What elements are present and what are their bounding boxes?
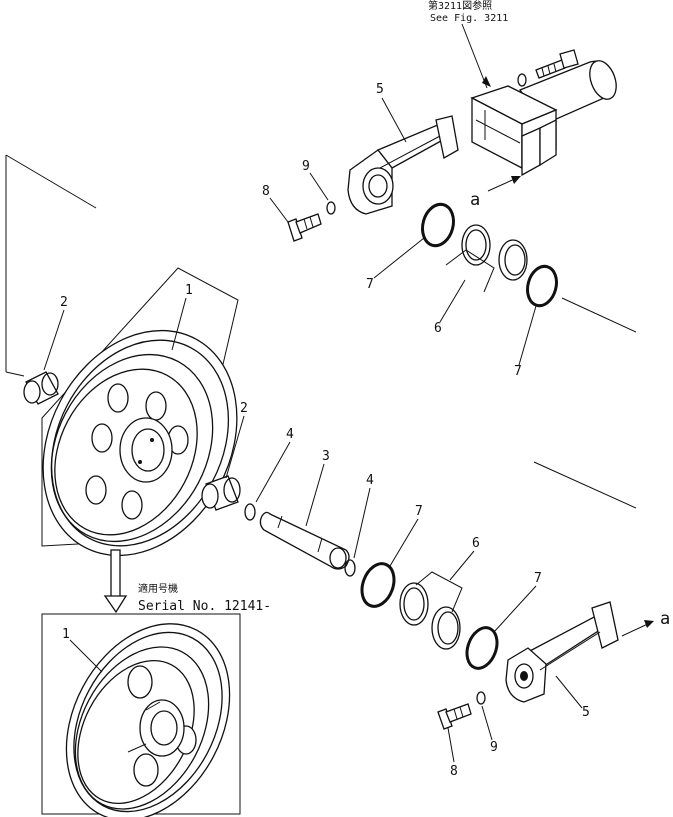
callout-5-upper: 5 bbox=[376, 82, 384, 97]
callout-2-right: 2 bbox=[240, 401, 248, 416]
callout-4-right: 4 bbox=[366, 473, 374, 488]
washer-lower bbox=[476, 691, 486, 705]
lower-a-arrowhead bbox=[644, 620, 654, 628]
extension-line-right-upper bbox=[561, 297, 637, 333]
lower-a-label: a bbox=[660, 609, 670, 629]
reference-leader bbox=[461, 23, 488, 89]
leader-3 bbox=[305, 463, 325, 527]
support-upper bbox=[347, 115, 459, 215]
leader-1-variant bbox=[69, 639, 103, 673]
callout-4-left: 4 bbox=[286, 427, 294, 442]
o-ring-lower-left bbox=[360, 562, 396, 608]
callout-7-lower-right: 7 bbox=[534, 571, 542, 586]
idler-wheel-variant bbox=[65, 623, 231, 817]
leader-7-lower-left bbox=[389, 518, 419, 567]
o-ring-upper-right bbox=[526, 264, 558, 308]
callout-7-lower-left: 7 bbox=[415, 504, 423, 519]
callout-8-upper: 8 bbox=[262, 184, 270, 199]
leader-2-right bbox=[225, 415, 245, 479]
leader-9-lower bbox=[481, 705, 493, 741]
o-ring-small-right bbox=[344, 559, 356, 577]
callout-2-left: 2 bbox=[60, 295, 68, 310]
callout-7-upper-right: 7 bbox=[514, 364, 522, 379]
leader-5-lower bbox=[555, 675, 583, 709]
leader-6-upper bbox=[439, 279, 466, 323]
wheel-box-extension bbox=[5, 154, 97, 209]
variant-down-arrow bbox=[103, 549, 128, 614]
seal-lower bbox=[399, 582, 461, 650]
leader-7-upper-right bbox=[518, 305, 537, 366]
leader-1-main bbox=[171, 297, 187, 351]
o-ring-upper-left bbox=[421, 202, 455, 248]
bushing-right bbox=[201, 475, 241, 511]
leader-5-upper bbox=[381, 97, 407, 143]
leader-2-left bbox=[43, 309, 65, 371]
leader-9-upper bbox=[309, 172, 329, 201]
leader-4-left bbox=[255, 441, 291, 503]
reference-arrowhead bbox=[482, 76, 491, 87]
seal-upper-bracket bbox=[445, 249, 495, 293]
leader-7-lower-right bbox=[493, 585, 537, 633]
seal-upper bbox=[461, 224, 528, 281]
callout-9-lower: 9 bbox=[490, 740, 498, 755]
bushing-left bbox=[23, 371, 59, 405]
callout-6-lower: 6 bbox=[472, 536, 480, 551]
bolt-lower bbox=[437, 703, 472, 730]
o-ring-lower-right bbox=[465, 626, 499, 670]
support-lower bbox=[505, 601, 619, 703]
leader-4-right bbox=[353, 487, 371, 559]
callout-8-lower: 8 bbox=[450, 764, 458, 779]
callout-1-variant: 1 bbox=[62, 627, 70, 642]
leader-7-upper-left bbox=[373, 237, 425, 279]
shaft bbox=[259, 511, 350, 570]
bolt-upper bbox=[287, 213, 322, 242]
leader-8-upper bbox=[269, 197, 289, 223]
callout-6-upper: 6 bbox=[434, 321, 442, 336]
callout-1-main: 1 bbox=[185, 283, 193, 298]
upper-a-arrowhead bbox=[511, 176, 521, 184]
leader-6-lower bbox=[449, 550, 475, 581]
callout-5-lower: 5 bbox=[582, 705, 590, 720]
extension-line-right-lower bbox=[533, 461, 637, 509]
callout-3: 3 bbox=[322, 449, 330, 464]
upper-bolt-near-block bbox=[517, 49, 579, 87]
o-ring-small-left bbox=[244, 503, 256, 521]
serial-note-english: Serial No. 12141- bbox=[138, 599, 271, 614]
upper-block-assembly bbox=[470, 60, 617, 177]
upper-a-label: a bbox=[470, 190, 480, 210]
callout-9-upper: 9 bbox=[302, 159, 310, 174]
reference-english: See Fig. 3211 bbox=[430, 13, 508, 24]
reference-japanese: 第3211図参照 bbox=[428, 0, 492, 12]
seal-lower-bracket bbox=[415, 571, 463, 613]
serial-note-japanese: 適用号機 bbox=[138, 582, 178, 595]
leader-8-lower bbox=[447, 727, 455, 763]
washer-upper bbox=[326, 201, 336, 215]
callout-7-upper-left: 7 bbox=[366, 277, 374, 292]
